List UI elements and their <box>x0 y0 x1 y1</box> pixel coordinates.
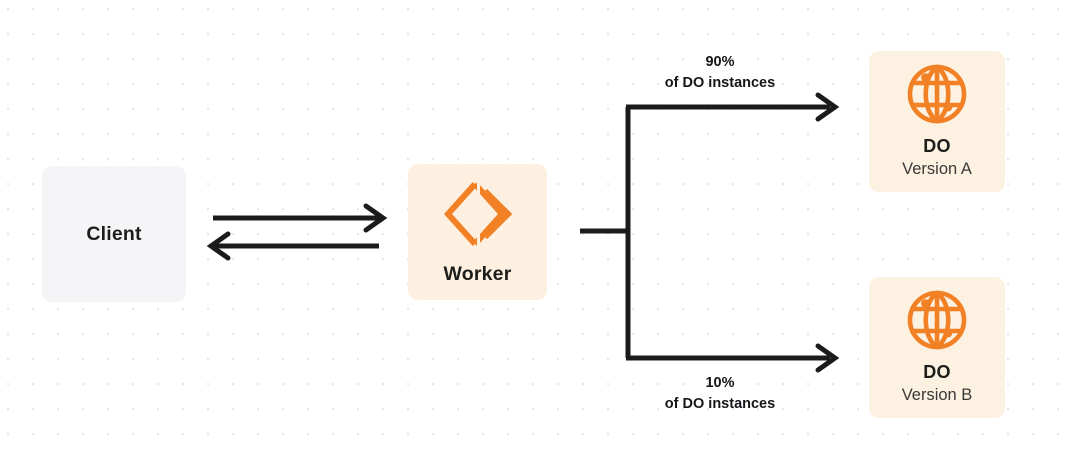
arrow-client-to-worker <box>213 203 388 233</box>
edge-label-do-b-description: of DO instances <box>664 396 776 413</box>
edge-label-do-a-description: of DO instances <box>664 75 776 92</box>
node-worker[interactable]: Worker <box>408 164 547 300</box>
durable-object-globe-icon <box>906 289 968 351</box>
node-client[interactable]: Client <box>42 166 186 302</box>
durable-object-globe-icon <box>906 63 968 125</box>
node-do-a-subtitle: Version A <box>902 159 972 178</box>
node-do-b-title: DO <box>923 362 951 383</box>
edge-label-do-a-percent: 90% <box>705 54 735 70</box>
arrow-worker-to-client <box>206 231 379 261</box>
node-do-b-subtitle: Version B <box>901 385 973 404</box>
node-client-title: Client <box>86 222 142 245</box>
node-worker-title: Worker <box>443 262 512 285</box>
edge-label-do-a: 90% of DO instances <box>617 52 823 94</box>
edge-label-do-b-percent: 10% <box>705 375 735 391</box>
arrow-worker-to-do-a <box>626 92 840 122</box>
node-do-version-b[interactable]: DO Version B <box>869 277 1005 418</box>
node-do-a-title: DO <box>923 136 951 157</box>
node-do-version-a[interactable]: DO Version A <box>869 51 1005 192</box>
arrow-worker-to-do-b <box>626 343 840 373</box>
cloudflare-workers-icon <box>441 179 515 249</box>
edge-label-do-b: 10% of DO instances <box>617 373 823 415</box>
branch-trunk <box>580 107 631 358</box>
